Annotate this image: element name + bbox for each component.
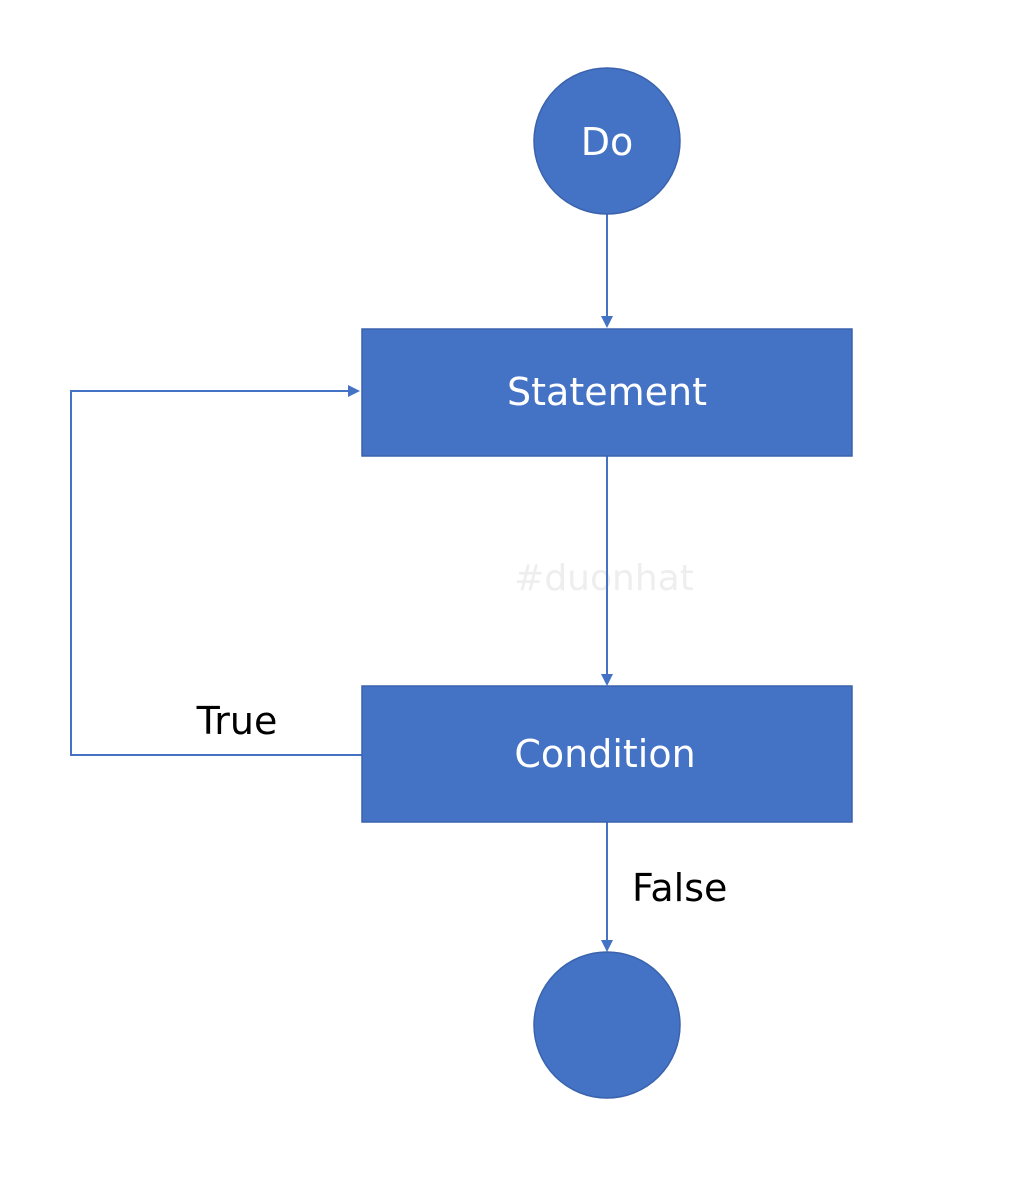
true-edge-label: True (196, 699, 278, 743)
edge-condition-true-loop (70, 385, 362, 756)
watermark-text: #duonhat (514, 558, 694, 599)
start-node-label: Do (581, 120, 634, 164)
statement-node: Statement (361, 328, 853, 457)
statement-box (361, 328, 853, 457)
false-edge-label: False (632, 866, 727, 910)
end-node (533, 951, 681, 1099)
statement-node-label: Statement (507, 370, 707, 414)
condition-node-label: Condition (514, 732, 695, 776)
condition-node: Condition (361, 685, 853, 823)
end-circle (533, 951, 681, 1099)
start-circle (533, 67, 681, 215)
start-node: Do (533, 67, 681, 215)
condition-box (361, 685, 853, 823)
